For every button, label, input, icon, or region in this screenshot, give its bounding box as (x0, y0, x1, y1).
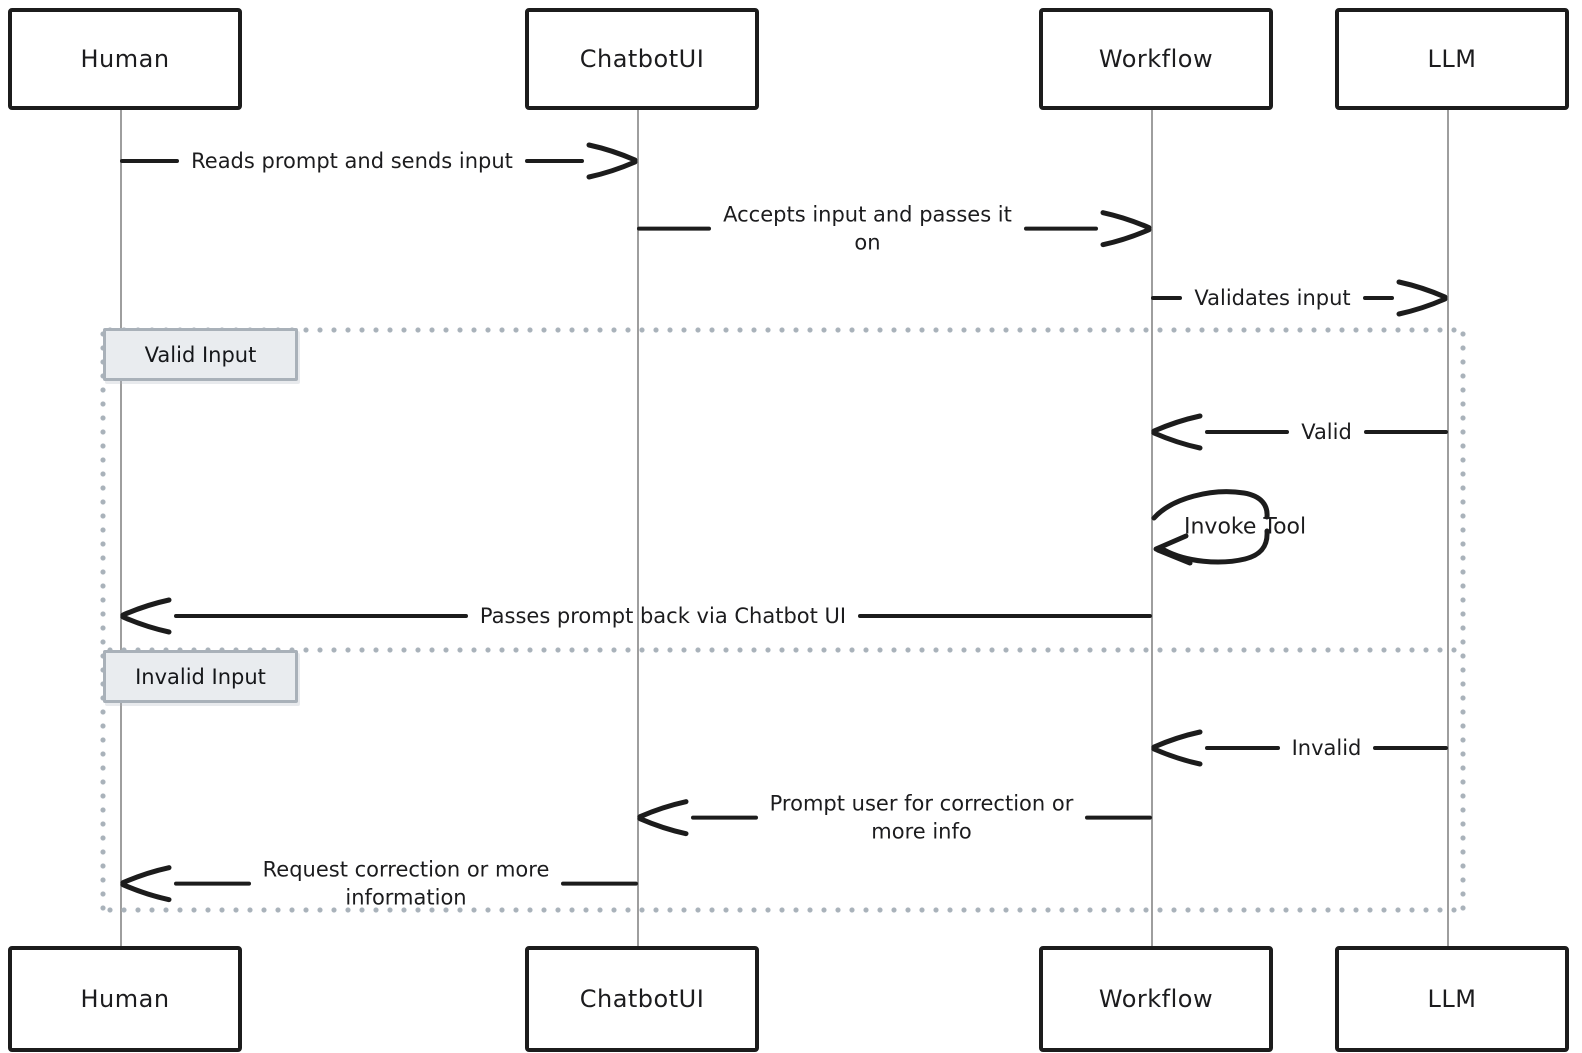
lifeline-human (120, 104, 122, 946)
participant-box-llm-top: LLM (1335, 8, 1569, 110)
participant-label: ChatbotUI (579, 45, 705, 73)
message-accepts-input: Accepts input and passes it on (637, 201, 1152, 258)
message-reads-prompt: Reads prompt and sends input (120, 141, 638, 181)
alt-frame-right-border (1460, 327, 1466, 913)
participant-box-workflow-bottom: Workflow (1039, 946, 1273, 1052)
participant-box-workflow-top: Workflow (1039, 8, 1273, 110)
arrowhead-left-icon (1151, 729, 1203, 767)
message-line (1023, 227, 1098, 231)
message-line (1205, 430, 1290, 434)
alt-section-label-text: Invalid Input (135, 664, 266, 689)
participant-box-chatbotui-bottom: ChatbotUI (525, 946, 759, 1052)
message-line (1362, 296, 1395, 300)
message-line (637, 227, 712, 231)
message-valid: Valid (1151, 412, 1449, 452)
arrowhead-right-icon (1396, 279, 1448, 317)
message-passes-prompt-back: Passes prompt back via Chatbot UI (120, 596, 1153, 636)
participant-box-llm-bottom: LLM (1335, 946, 1569, 1052)
participant-box-human-top: Human (8, 8, 242, 110)
arrowhead-right-icon (1100, 210, 1152, 248)
message-invalid: Invalid (1151, 728, 1448, 768)
message-line (524, 159, 584, 163)
alt-section-label-valid-input: Valid Input (103, 328, 298, 381)
self-loop-arrow (1151, 489, 1270, 566)
alt-frame-top-border (103, 327, 1465, 333)
message-label: Valid (1301, 419, 1352, 444)
message-validates-input: Validates input (1151, 278, 1448, 318)
message-line (1205, 746, 1280, 750)
message-line (120, 159, 180, 163)
arrowhead-left-icon (637, 799, 689, 837)
participant-label: Human (80, 45, 170, 73)
lifeline-llm (1447, 104, 1449, 946)
message-line (1363, 430, 1449, 434)
participant-label: Workflow (1098, 45, 1214, 73)
alt-frame-divider (103, 647, 1465, 653)
alt-frame-bottom-border (103, 907, 1465, 913)
message-prompt-user-correction: Prompt user for correction or more info (637, 790, 1153, 847)
participant-label: ChatbotUI (579, 985, 705, 1013)
message-label: Prompt user for correction or more info (769, 791, 1074, 844)
message-line (1373, 746, 1448, 750)
participant-label: Human (80, 985, 170, 1013)
arrowhead-right-icon (586, 142, 638, 180)
arrowhead-left-icon (120, 597, 172, 635)
participant-box-human-bottom: Human (8, 946, 242, 1052)
participant-label: LLM (1427, 985, 1477, 1013)
message-label: Reads prompt and sends input (191, 148, 513, 173)
message-label: Passes prompt back via Chatbot UI (479, 603, 847, 628)
lifeline-chatbotui (637, 104, 639, 946)
message-line (1085, 816, 1153, 820)
message-line (691, 816, 758, 820)
alt-frame-left-border (100, 327, 106, 913)
message-line (174, 614, 468, 618)
message-line (858, 614, 1153, 618)
participant-box-chatbotui-top: ChatbotUI (525, 8, 759, 110)
lifeline-workflow (1151, 104, 1153, 946)
participant-label: LLM (1427, 45, 1477, 73)
arrowhead-left-icon (1151, 413, 1203, 451)
message-invoke-tool: Invoke Tool (1184, 514, 1307, 540)
alt-section-label-text: Valid Input (144, 342, 257, 367)
message-line (561, 882, 639, 886)
message-request-correction: Request correction or more information (120, 856, 639, 913)
message-label: Validates input (1194, 285, 1351, 310)
message-line (174, 882, 251, 886)
message-label: Invalid (1291, 735, 1362, 760)
arrowhead-left-icon (120, 865, 172, 903)
message-label: Accepts input and passes it on (723, 202, 1012, 255)
participant-label: Workflow (1098, 985, 1214, 1013)
message-line (1151, 296, 1183, 300)
message-label: Request correction or more information (262, 857, 550, 910)
alt-section-label-invalid-input: Invalid Input (103, 650, 298, 703)
